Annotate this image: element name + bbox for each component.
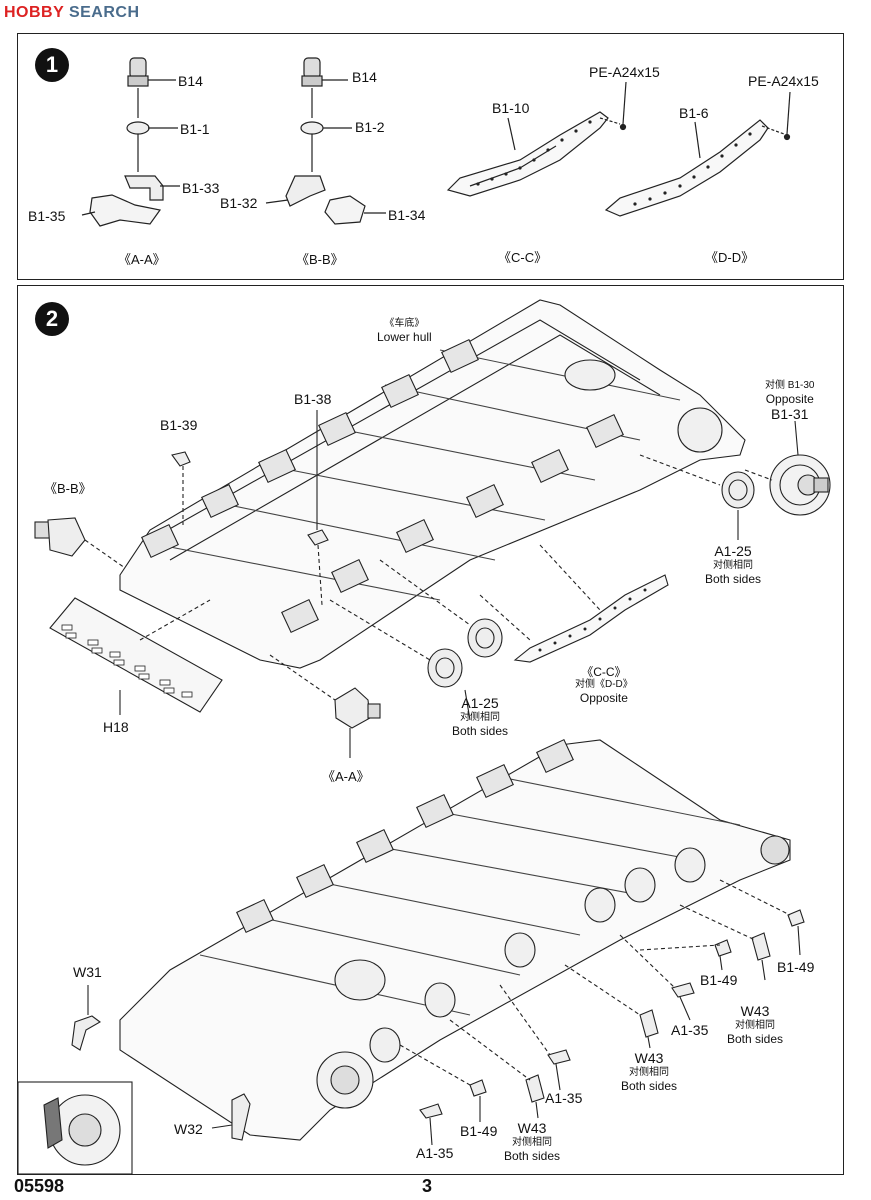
label-w43-b: W43 对侧相同 Both sides	[621, 1050, 678, 1093]
hull-lower-outline	[119, 739, 791, 1141]
label-pe-a24x15-c: PE-A24x15	[589, 64, 660, 80]
part-w43-b	[639, 1009, 659, 1038]
part-a125-right	[721, 471, 755, 509]
part-b149-a	[469, 1079, 487, 1097]
label-c-c-opposite: 《C-C》 对侧《D-D》 Opposite	[575, 665, 633, 706]
label-b1-49-c: B1-49	[777, 959, 815, 975]
part-plate-cc	[513, 574, 669, 663]
label-a1-35-a: A1-35	[416, 1145, 454, 1161]
label-b1-31-opposite: 对侧 B1-30 Opposite B1-31	[765, 380, 815, 423]
view-b-b-step2: 《B-B》	[44, 481, 92, 496]
part-a125-mid	[427, 618, 503, 688]
label-b1-49-a: B1-49	[460, 1123, 498, 1139]
part-b149-c	[787, 909, 805, 927]
label-b1-39: B1-39	[160, 417, 198, 433]
part-b14-b	[301, 57, 323, 87]
part-b134	[324, 195, 366, 225]
part-bb-assembly	[34, 517, 86, 557]
label-w31: W31	[73, 964, 102, 980]
view-a-a: 《A-A》	[118, 252, 166, 267]
view-c-c: 《C-C》	[498, 250, 548, 265]
label-lower-hull: 《车底》 Lower hull	[377, 318, 432, 344]
pe-a24-c	[619, 123, 627, 131]
part-a135-a	[419, 1103, 443, 1119]
view-b-b: 《B-B》	[296, 252, 344, 267]
label-b1-34: B1-34	[388, 207, 426, 223]
view-a-a-step2: 《A-A》	[322, 769, 370, 784]
step1-frame	[17, 33, 844, 280]
step1-number: 1	[35, 48, 69, 82]
label-b14-a: B14	[178, 73, 203, 89]
part-aa-assembly	[334, 687, 381, 729]
label-w32: W32	[174, 1121, 203, 1137]
view-d-d: 《D-D》	[705, 250, 755, 265]
part-b139	[171, 451, 191, 467]
part-b149-b	[714, 939, 732, 957]
label-w43-a: W43 对侧相同 Both sides	[504, 1120, 561, 1163]
part-a135-c	[671, 982, 695, 998]
part-h18	[49, 597, 223, 713]
label-h18: H18	[103, 719, 129, 735]
step2-frame	[17, 285, 844, 1175]
part-w43-c	[751, 932, 771, 961]
label-pe-a24x15-d: PE-A24x15	[748, 73, 819, 89]
label-b1-6: B1-6	[679, 105, 709, 121]
watermark-logo: HOBBY SEARCH	[4, 4, 140, 21]
part-b131	[769, 454, 831, 516]
label-b14-b: B14	[352, 69, 377, 85]
part-b14-a	[127, 57, 149, 87]
part-a135-b	[547, 1049, 571, 1065]
label-b1-32: B1-32	[220, 195, 258, 211]
label-a1-25-right: A1-25 对侧相同 Both sides	[705, 543, 762, 586]
part-b110	[446, 111, 609, 197]
label-b1-10: B1-10	[492, 100, 530, 116]
part-b133	[124, 175, 164, 201]
label-w43-c: W43 对侧相同 Both sides	[727, 1003, 784, 1046]
label-a1-35-c: A1-35	[671, 1022, 709, 1038]
part-w32	[231, 1093, 251, 1141]
part-w43-a	[525, 1074, 545, 1103]
label-b1-1: B1-1	[180, 121, 210, 137]
product-code: 05598	[14, 1176, 65, 1196]
label-b1-38: B1-38	[294, 391, 332, 407]
part-b132	[285, 175, 326, 207]
part-b135	[89, 194, 162, 227]
part-w31	[71, 1015, 101, 1051]
part-b138	[307, 529, 329, 546]
pe-a24-d	[783, 133, 791, 141]
hull-upper-outline	[119, 299, 746, 669]
step2-number: 2	[35, 302, 69, 336]
label-b1-49-b: B1-49	[700, 972, 738, 988]
label-a1-35-b: A1-35	[545, 1090, 583, 1106]
label-a1-25-mid: A1-25 对侧相同 Both sides	[452, 695, 509, 738]
label-b1-2: B1-2	[355, 119, 385, 135]
label-b1-35: B1-35	[28, 208, 66, 224]
label-b1-33: B1-33	[182, 180, 220, 196]
page-number: 3	[422, 1176, 433, 1196]
